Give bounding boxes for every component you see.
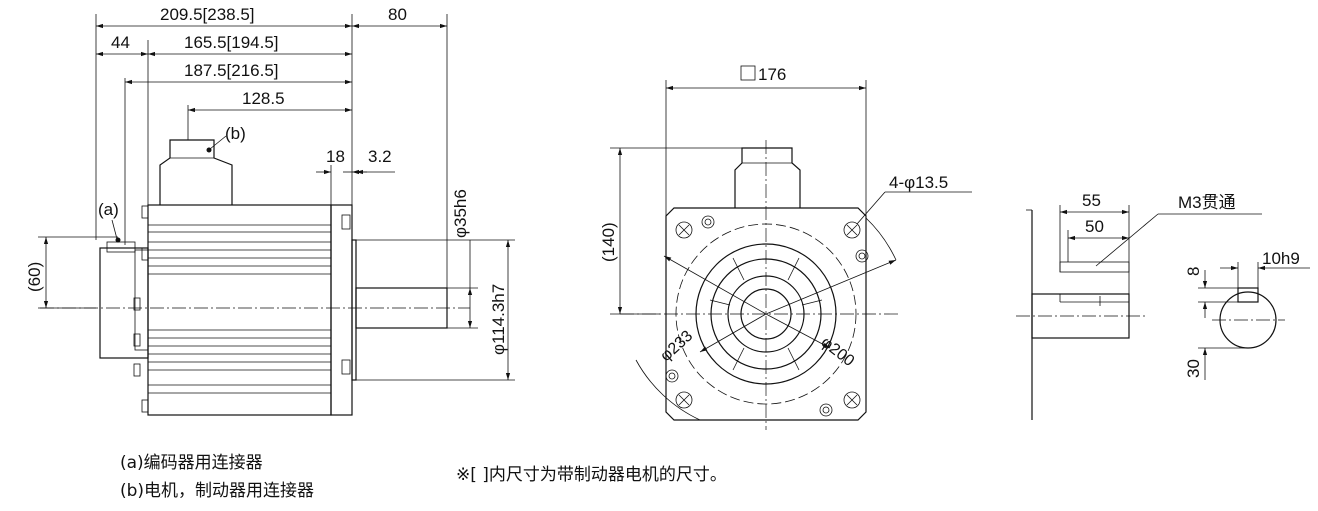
- dim-shaft-dia: φ35h6: [451, 189, 470, 238]
- dim-height-140: (140): [599, 222, 618, 262]
- label-b: (b): [225, 124, 246, 143]
- shaft-detail: 55 50 M3贯通 10h9 8 30: [1016, 191, 1310, 420]
- dim-shaft-length: 80: [388, 5, 407, 24]
- dim-connector-pos: 128.5: [242, 89, 285, 108]
- square-symbol-icon: [740, 65, 756, 81]
- dim-pcd: φ233: [657, 327, 696, 365]
- dim-square: 176: [758, 65, 786, 84]
- dim-holes: 4-φ13.5: [889, 173, 948, 192]
- label-a: (a): [98, 200, 119, 219]
- dim-len-50: 50: [1085, 217, 1104, 236]
- dim-spigot-200: φ200: [818, 334, 858, 370]
- note-b: (b)电机，制动器用连接器: [120, 481, 315, 501]
- dim-spigot-dia: φ114.3h7: [489, 284, 508, 355]
- dim-body-length-2: 187.5[216.5]: [184, 61, 279, 80]
- footnote: ※[ ]内尺寸为带制动器电机的尺寸。: [456, 465, 727, 485]
- side-view: 209.5[238.5] 80 44 165.5[194.5] 187.5[21…: [25, 5, 515, 416]
- dim-spigot-depth: 3.2: [368, 147, 392, 166]
- dim-height-60: (60): [25, 262, 44, 292]
- dim-flange-thickness: 18: [326, 147, 345, 166]
- dim-key-width: 10h9: [1262, 249, 1300, 268]
- dim-tap: M3贯通: [1178, 193, 1236, 212]
- front-view: 176 (140) 4-φ13.5 φ233 φ200: [599, 65, 972, 430]
- dim-key-height: 8: [1184, 267, 1203, 276]
- dim-overall-length: 209.5[238.5]: [160, 5, 255, 24]
- dim-len-55: 55: [1082, 191, 1101, 210]
- dim-shaft-height: 30: [1184, 359, 1203, 378]
- dim-flange-offset: 44: [111, 33, 130, 52]
- dim-body-length: 165.5[194.5]: [184, 33, 279, 52]
- note-a: (a)编码器用连接器: [120, 453, 263, 473]
